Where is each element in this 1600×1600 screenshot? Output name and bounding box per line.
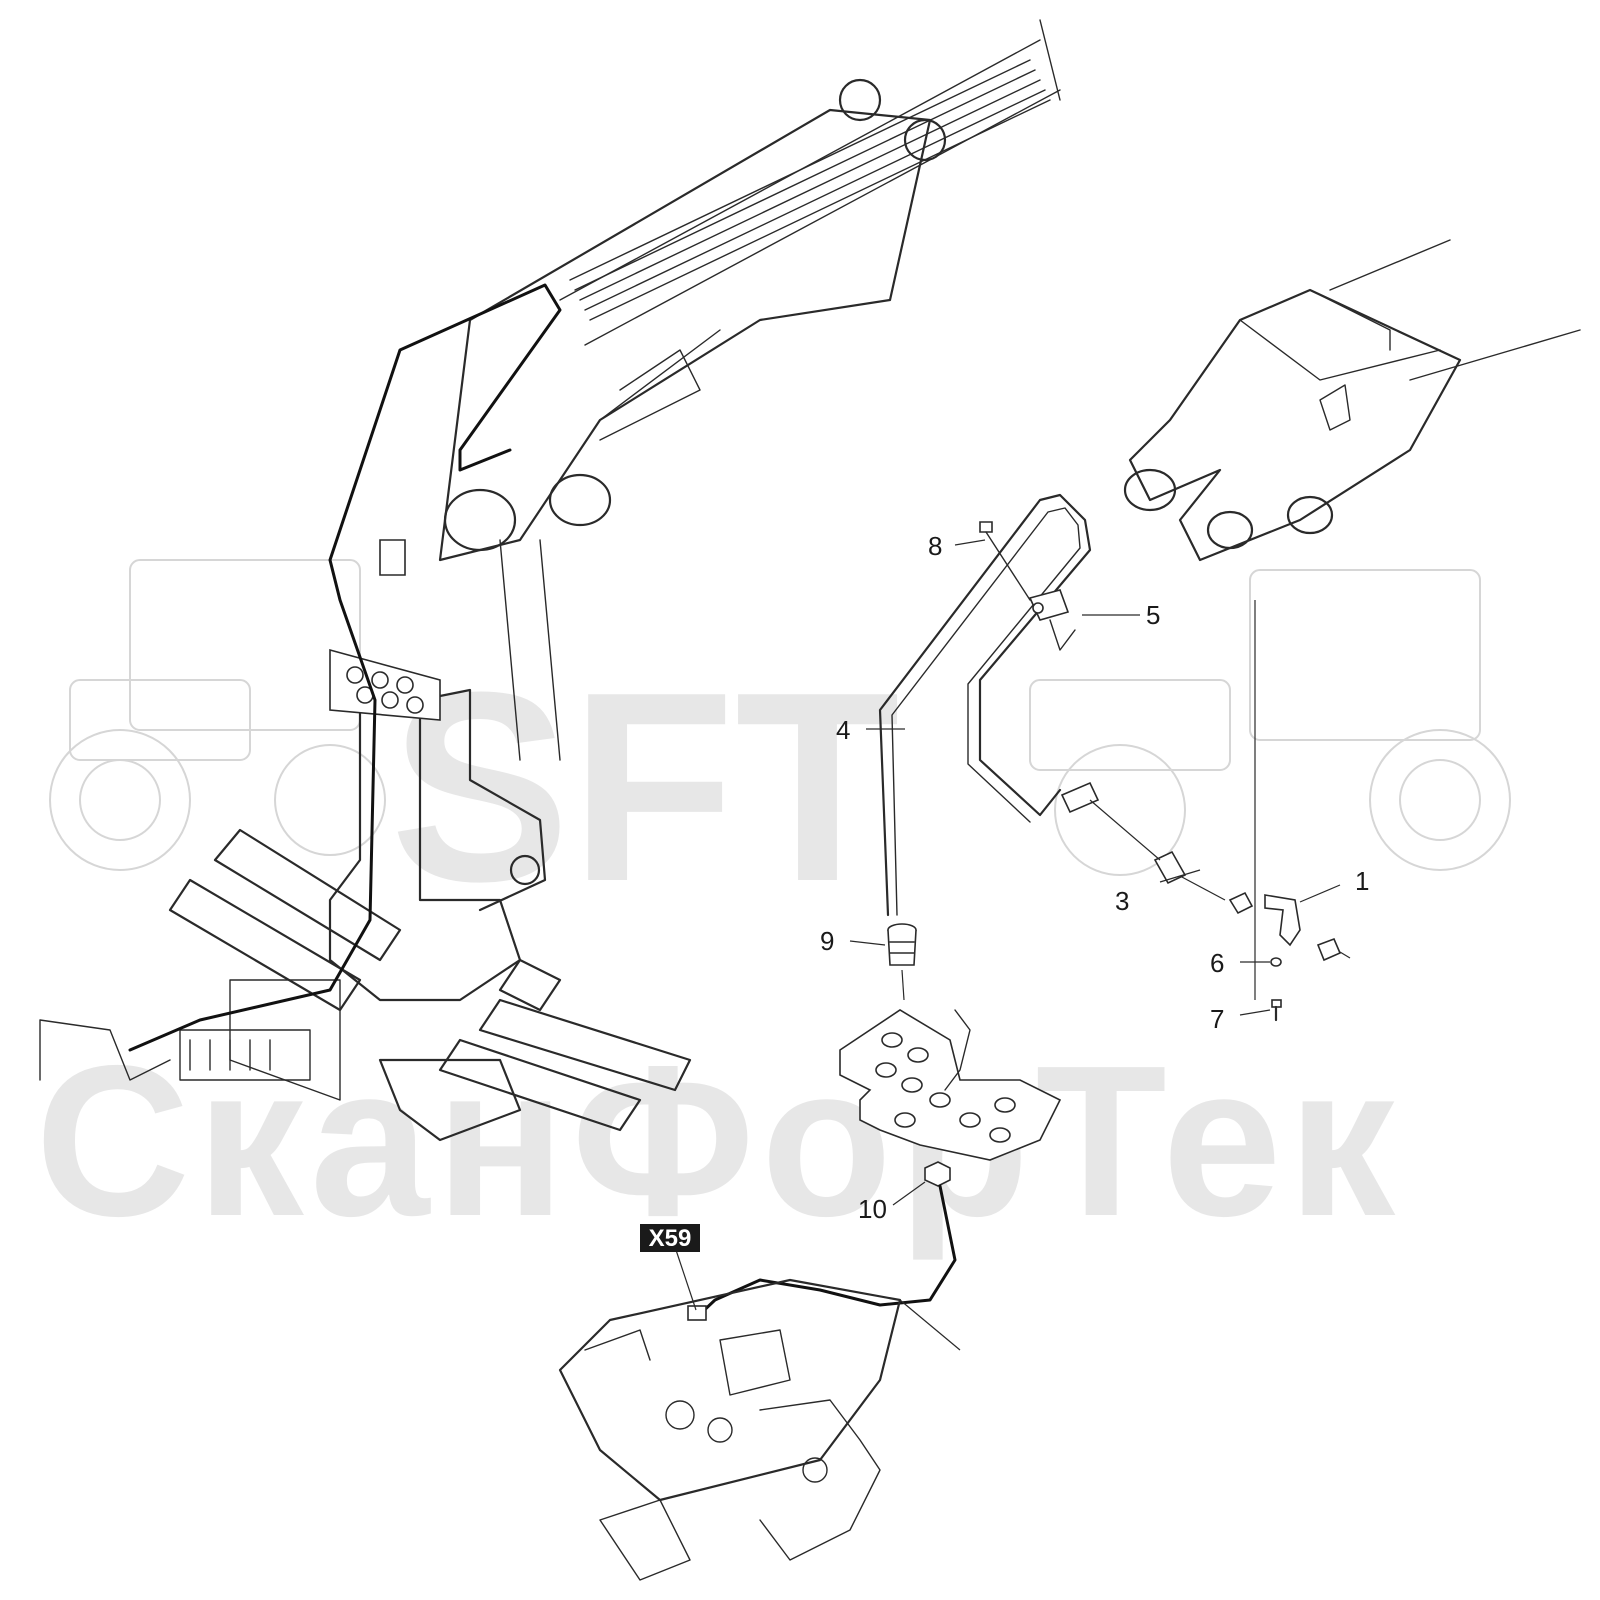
callout-7: 7 [1210, 1004, 1224, 1034]
frame-base [378, 1058, 522, 1142]
part-5-clamp-hole [1032, 602, 1044, 614]
watermark: SFT СканФорТек [35, 559, 1511, 1261]
boom [438, 108, 932, 562]
connector-x59-leader [675, 1249, 697, 1311]
callout-3: 3 [1115, 886, 1129, 916]
part-8-bolt [979, 521, 1031, 601]
part-6-washer [1270, 957, 1282, 967]
boom-end-top [1239, 289, 1441, 381]
dipper-arm [559, 19, 1061, 346]
sensor-harness [696, 1184, 957, 1318]
part-10-nut [924, 1161, 951, 1187]
callout-8-leader [954, 539, 986, 546]
plate-chain [944, 1009, 971, 1091]
callout-1: 1 [1355, 866, 1369, 896]
cab-floor-steps [759, 1399, 881, 1561]
swing-post-pin [509, 854, 541, 886]
boom-pin-top [838, 78, 882, 122]
connector-tag-bg [640, 1224, 700, 1252]
cab-floor-port-3 [802, 1457, 828, 1483]
boom-cylinder-pin [548, 473, 612, 527]
watermark-tractor-left [49, 559, 386, 871]
boom-end-body [1128, 288, 1462, 562]
boom-end-assembly [1123, 239, 1581, 1000]
boom-end-bracket [1319, 384, 1351, 431]
part-4-tube-outer [878, 493, 1092, 917]
callouts: 1 3 4 5 6 7 8 9 10 [820, 531, 1369, 1224]
cab-floor-leader [899, 1299, 961, 1351]
connector-tag-label: X59 [649, 1225, 692, 1252]
cab-floor-port-1 [665, 1400, 695, 1430]
connector-x59 [687, 1305, 707, 1321]
callout-4: 4 [836, 715, 850, 745]
watermark-tractor-right [1029, 569, 1511, 876]
boom-wiring-harness [128, 283, 562, 1052]
callout-10-leader [892, 1181, 926, 1206]
boom-pin-upper [903, 118, 947, 162]
part-1-bracket [1228, 891, 1351, 962]
part-3-sensor [1060, 781, 1226, 901]
exploded-parts [696, 493, 1351, 1318]
boom-sensor [379, 539, 406, 576]
callout-8: 8 [928, 531, 942, 561]
callout-7-leader [1239, 1009, 1271, 1016]
swing-post-side [418, 688, 547, 912]
watermark-logo-text: SFT [390, 637, 900, 938]
cab-floor-cutouts [584, 1329, 791, 1396]
callout-5: 5 [1146, 600, 1160, 630]
cab-floor-box [599, 1499, 691, 1581]
callout-6: 6 [1210, 948, 1224, 978]
part-5-clamp-bracket [1049, 619, 1076, 651]
cab-floor-port-2 [707, 1417, 733, 1443]
part-9-grommet [887, 923, 917, 1001]
boom-pivot [443, 488, 517, 552]
backhoe-boom-assembly [39, 19, 1061, 1142]
callout-3-leader [1159, 869, 1201, 883]
boom-end-pin-left [1123, 468, 1177, 512]
boom-window [599, 329, 721, 441]
callout-10: 10 [858, 1194, 887, 1224]
valve-plate [229, 979, 341, 1101]
callout-1-leader [1299, 884, 1341, 903]
watermark-company-text: СканФорТек [35, 1020, 1401, 1261]
control-valve-block [179, 1029, 311, 1081]
control-lever-link [39, 1019, 171, 1081]
callout-9: 9 [820, 926, 834, 956]
connector-tag: X59 [640, 1224, 700, 1252]
boom-end-pin-right [1206, 510, 1254, 550]
swing-post [328, 698, 522, 1002]
hose-bundle [569, 59, 1051, 321]
junction-plate [329, 648, 441, 721]
boom-end-arm [1329, 239, 1581, 381]
sensor-mounting-plate [839, 1009, 1062, 1161]
boom-cylinder [499, 539, 561, 761]
part-4-tube-inner [891, 507, 1081, 916]
callout-9-leader [849, 940, 886, 946]
cab-floor-assembly [558, 1249, 961, 1581]
part-7-screw [1271, 999, 1282, 1022]
cab-floor-panel [558, 1278, 902, 1502]
boom-end-pin-far [1286, 495, 1334, 535]
